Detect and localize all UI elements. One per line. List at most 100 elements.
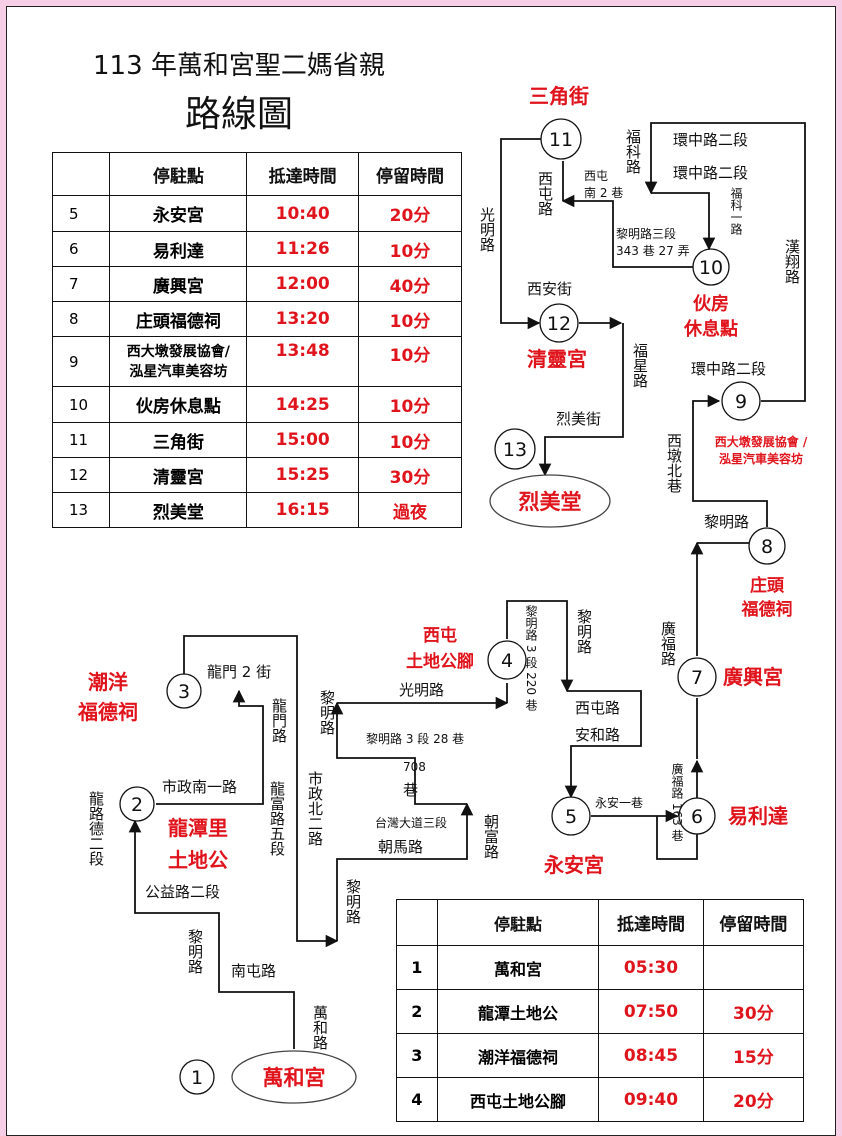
road-shizheng-n2: 市政北二路 <box>306 771 324 846</box>
stop-number: 7 <box>691 667 703 689</box>
route-segment <box>156 689 264 805</box>
row-stay: 10分 <box>358 301 462 337</box>
place-chaoyang-line2: 福德祠 <box>77 700 138 724</box>
stop-number: 8 <box>761 536 773 558</box>
route-segment <box>330 701 467 805</box>
place-longtan-line1: 龍潭里 <box>168 816 228 840</box>
place-huofang-line2: 休息點 <box>683 318 738 340</box>
road-xitun-2: 西屯路 <box>536 171 554 216</box>
stop-12-marker: 12 <box>539 303 579 343</box>
route-segment <box>128 819 295 1049</box>
row-stop: 潮洋福德祠 <box>436 1033 600 1078</box>
route-segment <box>500 138 541 330</box>
end-oval: 烈美堂 <box>489 474 611 528</box>
row-arrive: 11:26 <box>246 231 359 267</box>
stop-number: 11 <box>549 129 573 151</box>
row-stop: 龍潭土地公 <box>436 989 600 1034</box>
road-taiwan3: 台灣大道三段 <box>375 815 447 830</box>
stop-5-marker: 5 <box>551 796 591 836</box>
road-liming3-220: 黎明路 3 段 220 巷 <box>524 605 538 711</box>
row-stay: 10分 <box>358 422 462 458</box>
header-no <box>396 899 438 946</box>
row-arrive: 13:48 <box>246 336 359 387</box>
stop-9-marker: 9 <box>721 381 761 421</box>
stop-number: 2 <box>131 794 143 816</box>
route-map-sheet: 113 年萬和宮聖二媽省親 路線圖 停駐點 抵達時間 停留時間 5 永安宮 10… <box>6 6 836 1136</box>
road-liming-5: 黎明路 <box>704 513 749 531</box>
row-no: 4 <box>396 1077 438 1122</box>
table-row: 2 龍潭土地公 07:50 30分 <box>396 989 805 1034</box>
stop-number: 4 <box>501 650 513 672</box>
route-segment <box>183 635 339 948</box>
road-chaoma: 朝馬路 <box>378 838 423 856</box>
row-stay: 20分 <box>702 1077 805 1122</box>
row-arrive: 14:25 <box>246 386 359 423</box>
place-chaoyang-line1: 潮洋 <box>88 670 128 694</box>
road-longmen2: 龍門 2 街 <box>207 663 271 681</box>
stop-11-marker: 11 <box>540 118 582 160</box>
row-stay <box>702 945 805 990</box>
table-row: 10 伙房休息點 14:25 10分 <box>51 386 462 423</box>
road-nantun: 南屯路 <box>231 962 276 980</box>
table-row: 4 西屯土地公腳 09:40 20分 <box>396 1077 805 1122</box>
row-arrive: 13:20 <box>246 301 359 337</box>
road-xian-st: 西安街 <box>527 280 572 298</box>
route-segment <box>538 323 624 477</box>
road-xidunbei: 西墩北巷 <box>665 433 683 493</box>
road-liming-2: 黎明路 <box>344 879 362 924</box>
road-liemei-st: 烈美街 <box>556 410 601 428</box>
row-arrive: 08:45 <box>598 1033 704 1078</box>
stop-13-marker: 13 <box>494 428 536 470</box>
map-subtitle: 路線圖 <box>185 94 294 135</box>
row-arrive: 12:00 <box>246 266 359 302</box>
stop-1-marker: 1 <box>179 1059 215 1095</box>
road-longlu-de2: 龍路德二段 <box>87 791 105 866</box>
road-wanhe: 萬和路 <box>311 1005 329 1050</box>
place-liemei: 烈美堂 <box>519 490 582 514</box>
stop-number: 1 <box>191 1067 203 1089</box>
place-yilida: 易利達 <box>728 804 788 828</box>
table-row: 6 易利達 11:26 10分 <box>51 231 462 267</box>
row-no: 13 <box>51 492 111 528</box>
row-no: 3 <box>396 1033 438 1078</box>
place-labels: 龍潭里 土地公 潮洋 福德祠 西屯 土地公腳 永安宮 易利達 廣興宮 庄頭 福德… <box>77 84 808 877</box>
place-xida-line2: 泓星汽車美容坊 <box>719 451 803 466</box>
row-stop: 伙房休息點 <box>109 386 248 423</box>
row-stop: 西大墩發展協會/ 泓星汽車美容坊 <box>109 336 248 387</box>
row-no: 2 <box>396 989 438 1034</box>
table-row: 3 潮洋福德祠 08:45 15分 <box>396 1033 805 1078</box>
route-segment <box>336 802 474 941</box>
row-stay: 30分 <box>702 989 805 1034</box>
row-stop-line2: 泓星汽車美容坊 <box>129 363 228 380</box>
place-yongan: 永安宮 <box>543 853 604 877</box>
table-row: 5 永安宮 10:40 20分 <box>51 195 462 232</box>
stop-2-marker: 2 <box>119 786 155 822</box>
table-row: 8 庄頭福德祠 13:20 10分 <box>51 301 462 337</box>
row-stop: 易利達 <box>109 231 248 267</box>
start-oval: 萬和宮 <box>231 1050 357 1104</box>
row-no: 10 <box>51 386 111 423</box>
road-xitun: 西屯路 <box>575 699 620 717</box>
road-longfu5: 龍富路五段 <box>268 781 286 856</box>
row-stay: 過夜 <box>358 492 462 528</box>
road-fuke1: 福科一路 <box>729 186 743 236</box>
road-longmen: 龍門路 <box>270 698 288 743</box>
stop-3-marker: 3 <box>166 673 202 709</box>
header-stay: 停留時間 <box>702 899 805 946</box>
row-stop: 西屯土地公腳 <box>436 1077 600 1122</box>
road-anhe: 安和路 <box>575 726 620 744</box>
row-stay: 10分 <box>358 231 462 267</box>
row-no: 8 <box>51 301 111 337</box>
row-no: 9 <box>51 336 111 387</box>
stop-number: 5 <box>565 806 577 828</box>
place-guangxing: 廣興宮 <box>723 665 783 689</box>
place-zhuangtou-line1: 庄頭 <box>750 575 785 596</box>
row-arrive: 16:15 <box>246 492 359 528</box>
table-row: 9 西大墩發展協會/ 泓星汽車美容坊 13:48 10分 <box>51 336 462 387</box>
table-row: 1 萬和宮 05:30 <box>396 945 805 990</box>
route-segment <box>564 690 642 799</box>
row-stay: 30分 <box>358 457 462 493</box>
row-stay: 10分 <box>358 336 462 387</box>
stop-number: 9 <box>735 391 747 413</box>
route-segment <box>506 600 574 693</box>
